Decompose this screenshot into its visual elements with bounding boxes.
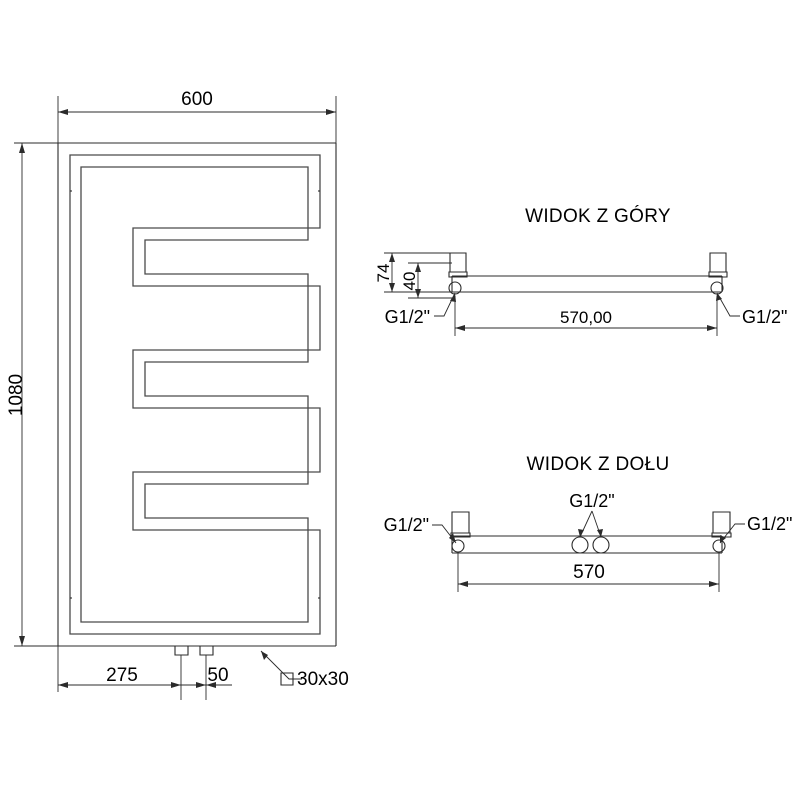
top-view-depth-outer-label: 74 bbox=[374, 264, 393, 283]
front-view-frame-edges bbox=[58, 143, 336, 646]
bottom-view-left-bracket bbox=[451, 512, 470, 552]
front-height-dimension: 1080 bbox=[6, 143, 27, 646]
top-view-left-thread-label: G1/2" bbox=[385, 307, 430, 327]
bottom-view-rail bbox=[452, 536, 722, 553]
top-view-left-thread-callout: G1/2" bbox=[385, 292, 456, 327]
bottom-view-right-thread-label: G1/2" bbox=[747, 514, 792, 534]
radiator-body-outline bbox=[69, 154, 321, 635]
bottom-view-span-dimension: 570 bbox=[457, 553, 720, 592]
front-bottom-dimension-chain: 275 50 bbox=[57, 646, 232, 692]
bottom-view-right-thread-callout: G1/2" bbox=[719, 514, 792, 544]
bottom-connection-pipes bbox=[175, 646, 213, 700]
top-view-depth-outer-dimension: 74 bbox=[374, 252, 452, 293]
front-view-group: 600 1080 bbox=[6, 89, 349, 700]
top-view-right-thread-callout: G1/2" bbox=[716, 292, 787, 327]
top-view-title: WIDOK Z GÓRY bbox=[525, 205, 671, 227]
front-height-label: 1080 bbox=[6, 374, 27, 416]
top-view-depth-inner-label: 40 bbox=[400, 272, 419, 291]
top-view-rail bbox=[452, 276, 722, 292]
wall-mount-ticks bbox=[70, 191, 320, 598]
bottom-view-right-bracket bbox=[712, 512, 731, 552]
profile-callout: 30x30 bbox=[260, 650, 349, 690]
bottom-view-span-label: 570 bbox=[573, 562, 605, 583]
bottom-view-left-thread-label: G1/2" bbox=[384, 515, 429, 535]
front-spacing-label: 50 bbox=[207, 665, 228, 686]
top-view-span-label: 570,00 bbox=[560, 308, 612, 327]
top-view-span-dimension: 570,00 bbox=[454, 296, 718, 336]
top-view-group: WIDOK Z GÓRY bbox=[374, 205, 787, 336]
front-width-dimension: 600 bbox=[58, 89, 336, 115]
bottom-view-center-thread-label: G1/2" bbox=[569, 491, 614, 511]
bottom-view-left-thread-callout: G1/2" bbox=[384, 515, 457, 544]
profile-callout-label: 30x30 bbox=[297, 669, 349, 690]
top-view-right-bracket bbox=[709, 253, 727, 294]
top-view-right-thread-label: G1/2" bbox=[742, 307, 787, 327]
bottom-view-title: WIDOK Z DOŁU bbox=[527, 454, 670, 475]
bottom-view-center-thread-callout: G1/2" bbox=[569, 491, 615, 538]
top-view-depth-inner-dimension: 40 bbox=[400, 262, 452, 299]
front-width-label: 600 bbox=[181, 89, 213, 110]
front-width-extension-lines bbox=[57, 96, 337, 150]
bottom-view-group: WIDOK Z DOŁU bbox=[384, 454, 792, 592]
front-offset-left-label: 275 bbox=[106, 665, 138, 686]
bottom-view-center-ports bbox=[572, 537, 609, 553]
